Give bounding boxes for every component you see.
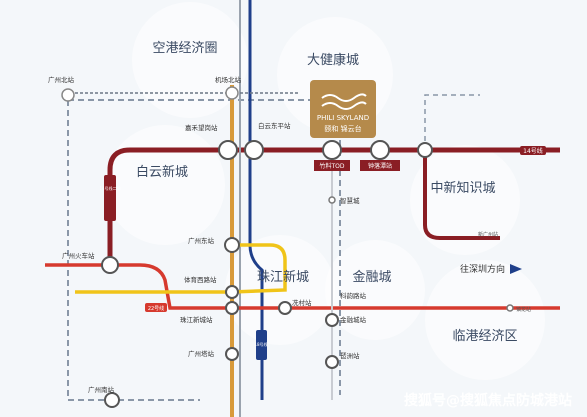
- line-tag-22: 22号线: [148, 305, 164, 312]
- station-label-jiahe: 嘉禾望岗站: [185, 123, 218, 132]
- station-label-gz-east: 广州东站: [188, 236, 215, 245]
- station-label-gz-north: 广州北站: [48, 75, 75, 84]
- line-tags: 14号线二期 14号线 18号线 22号线: [99, 146, 546, 360]
- station-label-zhujiang-city: 珠江新城站: [180, 315, 213, 324]
- station-label-zhiyuan: 智慧城: [340, 196, 360, 205]
- station-label-gz-railway: 广州火车站: [62, 251, 95, 260]
- dashed-ring-line: [67, 99, 341, 401]
- station-label-tiyu-west: 体育西路站: [184, 275, 217, 284]
- project-name-cn: 颐和 锦云台: [324, 124, 361, 133]
- station-label-kecun: 科韵路站: [340, 291, 367, 300]
- station-icon[interactable]: [506, 304, 514, 312]
- station-icon[interactable]: [225, 301, 239, 315]
- station-icon[interactable]: [224, 237, 240, 253]
- station-label-jinrong: 金融城站: [340, 315, 367, 324]
- station-label-pazhou: 琶洲站: [340, 351, 360, 360]
- direction-label: 往深圳方向: [460, 263, 505, 275]
- station-label-zhongluotan: 钟落潭站: [368, 162, 392, 170]
- station-label-baiyun-east: 白云东平站: [258, 121, 291, 130]
- station-icon[interactable]: [244, 140, 264, 160]
- station-label-gz-south: 广州南站: [88, 385, 115, 394]
- line-tag-14: 14号线: [523, 147, 543, 155]
- line-tag-14-2: 14号线二期: [99, 185, 120, 191]
- station-icon[interactable]: [225, 86, 239, 100]
- station-icon[interactable]: [225, 347, 239, 361]
- zone-label-airport: 空港经济圈: [152, 41, 217, 56]
- zone-label-health: 大健康城: [307, 52, 359, 68]
- station-icon[interactable]: [370, 140, 390, 160]
- station-nodes: [61, 86, 514, 408]
- station-icon[interactable]: [61, 88, 75, 102]
- station-icon[interactable]: [417, 142, 433, 158]
- line-tag-18: 18号线: [254, 341, 267, 347]
- station-label-zhuliao: 竹料TOD: [319, 162, 344, 170]
- line-14-branch: [423, 150, 500, 240]
- zone-label-zhujiang: 珠江新城: [257, 269, 309, 285]
- line-14-route: [107, 147, 560, 260]
- station-icon[interactable]: [104, 392, 120, 408]
- station-icon[interactable]: [322, 140, 342, 160]
- zone-label-linggang: 临港经济区: [452, 329, 517, 344]
- line-yellow-route: [75, 243, 287, 294]
- station-icon[interactable]: [325, 355, 339, 369]
- direction-arrow-icon: [510, 264, 522, 274]
- dashed-line-east: [424, 94, 480, 150]
- station-icon[interactable]: [328, 196, 336, 204]
- station-icon[interactable]: [325, 313, 339, 327]
- zone-label-baiyun: 白云新城: [136, 164, 188, 180]
- station-icon[interactable]: [225, 285, 239, 299]
- project-name-en: PHILI SKYLAND: [317, 114, 369, 122]
- station-label-xinghe: 新广州站: [478, 231, 498, 238]
- zone-bubbles: [105, 2, 545, 380]
- project-badge[interactable]: PHILI SKYLAND 颐和 锦云台: [310, 80, 376, 138]
- station-label-airport-north: 机场北站: [215, 75, 242, 84]
- line-22-route: [45, 263, 560, 310]
- watermark: 搜狐号@搜狐焦点防城港站: [404, 392, 572, 409]
- station-icon[interactable]: [218, 140, 238, 160]
- station-icon[interactable]: [101, 256, 119, 274]
- station-label-chebei: 冼村站: [292, 298, 312, 307]
- zone-label-finance: 金融城: [352, 269, 391, 285]
- zone-label-zhongxin: 中新知识城: [430, 180, 495, 196]
- station-icon[interactable]: [278, 301, 292, 315]
- station-label-gz-tower: 广州塔站: [188, 349, 215, 358]
- station-label-zhenlong: 镇龙站: [516, 306, 531, 313]
